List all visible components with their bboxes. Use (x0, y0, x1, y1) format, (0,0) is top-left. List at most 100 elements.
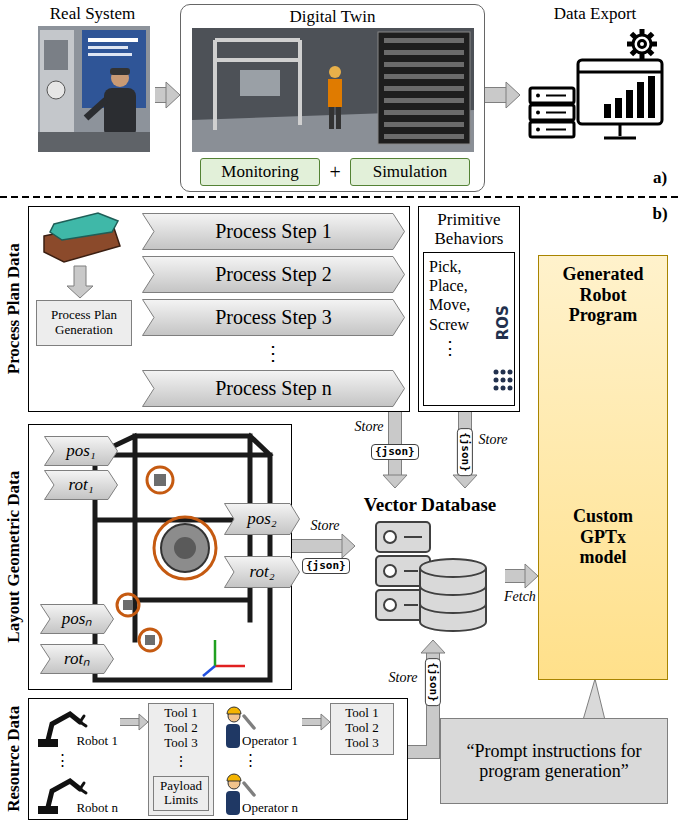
json-tag: {json} (457, 428, 473, 476)
data-export-icon (536, 111, 540, 115)
flow-arrow (67, 266, 93, 298)
coordinate-arrow: pos₁ (44, 436, 118, 466)
node-text: Operator 1 (234, 734, 298, 749)
data-export-icon (630, 49, 638, 57)
arrow-head (453, 475, 477, 488)
axis-triad (214, 640, 217, 666)
data-export-icon (647, 32, 655, 40)
data-panel: Process Plan DataProcess Plan Generation… (28, 206, 410, 412)
ellipsis: ⋮ (55, 752, 70, 769)
data-export-icon (530, 29, 662, 138)
arrow-shape (143, 257, 405, 293)
workpiece (154, 474, 166, 486)
panel-heading: Layout Geometric Data (4, 424, 24, 690)
digital-twin-screenshot (215, 40, 300, 130)
coordinate-arrow: posₙ (40, 604, 114, 634)
data-export-icon (626, 90, 633, 118)
connector-arrow (120, 719, 141, 725)
real-system-photo (104, 88, 136, 138)
connector-arrow (292, 534, 355, 558)
connector-arrow (155, 82, 180, 108)
data-export-icon (546, 96, 566, 130)
node-text: Process Plan Generation (40, 308, 128, 338)
arrow-head (525, 564, 538, 588)
ros-logo-dots (494, 378, 499, 383)
ellipsis: ⋮ (174, 754, 188, 770)
node-text: Generated Robot Program (557, 264, 649, 326)
ros-logo-dots (501, 378, 506, 383)
workpiece (123, 600, 133, 610)
data-export-icon (633, 35, 651, 53)
connector-arrow (302, 714, 330, 730)
real-system-photo (88, 46, 128, 49)
node-text: Pick, Place, Move, Screw (429, 257, 489, 334)
node-text: pos₁ (44, 441, 118, 461)
edge-label: Fetch (504, 589, 536, 605)
node-text: Tool 2 (149, 721, 213, 736)
robot-icon (38, 739, 58, 747)
arrow-shape (143, 300, 405, 336)
data-export-icon (604, 104, 611, 118)
connector-arrow (292, 540, 344, 552)
real-system-photo (86, 100, 106, 118)
database-icon (376, 522, 486, 631)
process-step: Process Step 1 (142, 213, 405, 250)
operator-node: Operator 1 (222, 703, 302, 751)
real-system-photo (111, 69, 129, 87)
cad-part (50, 213, 118, 240)
arrow-head (506, 82, 520, 108)
panel-tag: a) (653, 168, 667, 188)
coordinate-arrow: rot₂ (224, 556, 300, 588)
connector-arrow (485, 88, 508, 102)
workpiece (139, 629, 161, 651)
ros-logo-dots (494, 386, 499, 391)
robot-icon (80, 783, 86, 793)
operator-icon (227, 774, 241, 781)
callout-pointer (583, 679, 605, 720)
connector-arrow (302, 718, 323, 726)
panel-tag: b) (653, 204, 668, 224)
data-export-icon (627, 29, 657, 59)
node-text: Payload Limits (156, 779, 206, 808)
data-export-icon (640, 29, 645, 35)
database-icon (420, 559, 486, 577)
node-text: Vector Database (355, 494, 505, 516)
workpiece (154, 517, 216, 579)
digital-twin-screenshot (384, 134, 464, 139)
ros-logo-dots (494, 370, 513, 391)
arrow-head (342, 534, 355, 558)
prompt-callout: “Prompt instructions for program generat… (440, 718, 668, 804)
node-text: Process Step 2 (142, 263, 405, 286)
node-text: rot₂ (224, 562, 300, 582)
node-text: Tool 2 (331, 721, 393, 736)
tool-list: Tool 1Tool 2Tool 3 (330, 703, 394, 755)
status-box: Simulation (350, 158, 470, 186)
edge-label: Store (389, 670, 418, 686)
node-text: “Prompt instructions for program generat… (449, 741, 659, 782)
real-system-photo (44, 40, 68, 70)
workpiece (174, 537, 196, 559)
json-tag: {json} (371, 444, 419, 460)
edge-label: Store (355, 419, 384, 435)
connector-arrow (120, 714, 148, 730)
operator-icon (227, 707, 241, 714)
node-text: Real System (30, 4, 155, 24)
node-text: Digital Twin (181, 7, 484, 27)
robot-node: Robot n (34, 770, 120, 818)
real-system-photo (110, 68, 130, 75)
digital-twin-screenshot (384, 74, 464, 79)
arrow-shape (41, 605, 114, 634)
panel-heading: Resource Data (4, 698, 24, 820)
node-text: pos₂ (224, 509, 300, 529)
ros-logo-dots (508, 386, 513, 391)
ros-logo-text: ROS (494, 305, 511, 340)
operator-icon (244, 716, 254, 728)
node-text: Process Step n (142, 377, 405, 400)
export-node: Data Export (520, 4, 670, 154)
workpiece (117, 467, 216, 651)
json-tag: {json} (302, 558, 350, 574)
data-panel: Resource DataRobot 1Robot nTool 1Tool 2T… (28, 698, 408, 820)
data-export-icon (651, 42, 657, 47)
data-export-icon (578, 71, 662, 74)
